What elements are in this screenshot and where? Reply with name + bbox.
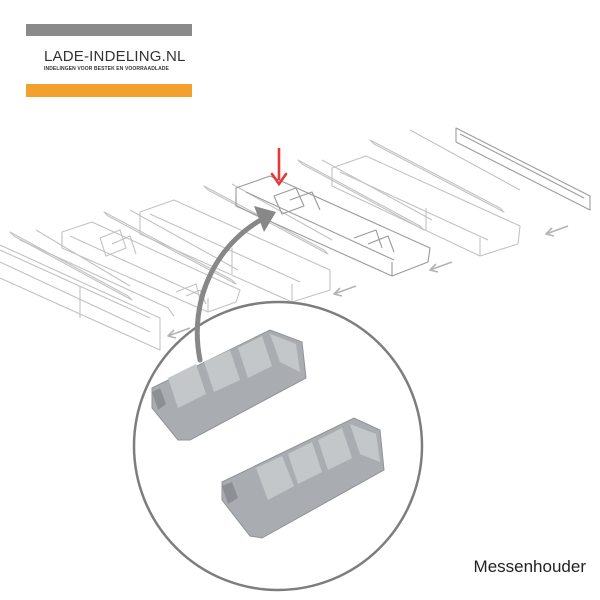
knife-holder-part-lower [221,417,385,539]
brand-tagline: INDELINGEN VOOR BESTEK EN VOORRAADLADE [44,66,169,72]
brand-name: LADE-INDELING.NL [44,48,186,65]
tray-third [139,199,331,303]
back-panel [455,127,591,211]
tray-second [61,221,241,313]
brand-logo: LADE-INDELING.NL INDELINGEN VOOR BESTEK … [26,24,192,97]
red-down-arrow-icon [270,148,288,187]
direction-arrows [167,225,569,339]
tray-fourth [235,175,431,277]
rail-fourth [297,159,433,231]
tray-fifth [331,155,521,257]
rail-fifth [369,129,521,213]
rail-left [9,229,133,301]
logo-top-bar [26,24,192,36]
rail-second [103,209,239,285]
product-caption: Messenhouder [473,557,586,576]
knife-holder-part-upper [151,329,307,441]
curved-arrow-icon [194,206,276,363]
logo-bottom-bar [26,84,192,97]
tray-left [0,239,175,351]
exploded-drawer-assembly [0,127,591,351]
